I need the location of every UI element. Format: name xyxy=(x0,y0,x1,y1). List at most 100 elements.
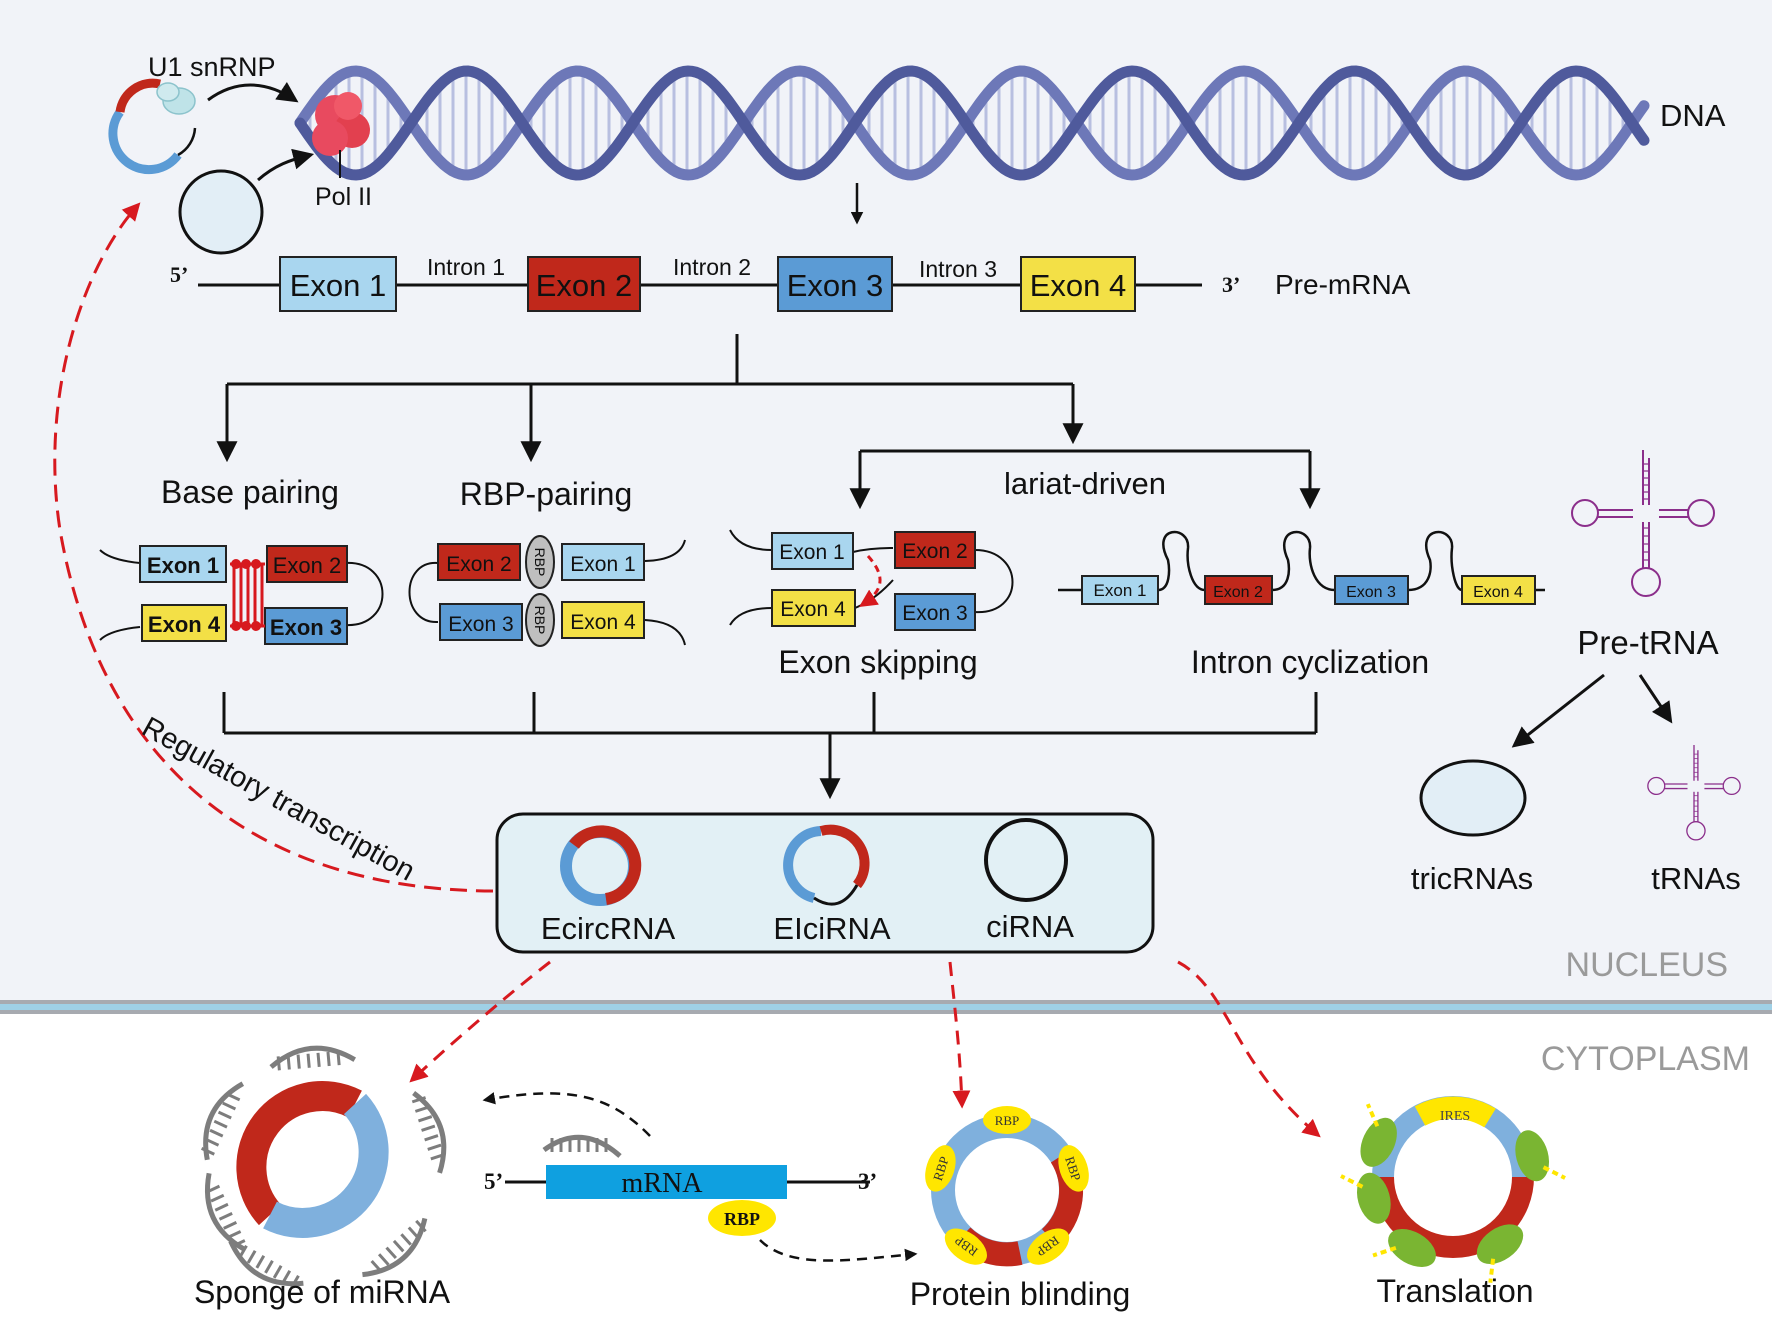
u1-ring-red xyxy=(115,78,161,113)
ribosome xyxy=(1372,1228,1436,1267)
dna-label: DNA xyxy=(1660,98,1726,133)
bp-dot xyxy=(241,559,251,569)
bp-exon-1 xyxy=(139,545,227,583)
mirna-tooth xyxy=(377,1253,390,1266)
es-exon-3-label: Exon 3 xyxy=(902,602,967,625)
mirna-tooth xyxy=(430,1153,445,1161)
bp-exon-4 xyxy=(141,604,227,642)
dna-helix xyxy=(294,65,1650,181)
rbp-exon-1-label: Exon 1 xyxy=(570,553,635,576)
ic-intron-loops xyxy=(1058,530,1545,592)
cytoplasm-label: CYTOPLASM xyxy=(1541,1040,1750,1078)
rbp-blob xyxy=(925,1145,956,1192)
mrna-bound-mirna xyxy=(542,1135,622,1158)
base-pairing-diagram: Exon 1 Exon 2 Exon 4 Exon 3 xyxy=(99,545,384,645)
rbp-exon-2 xyxy=(437,543,521,581)
u1-ring-blue xyxy=(108,109,182,175)
mirna-tooth xyxy=(223,1221,238,1230)
u1-snrnp-blob-2 xyxy=(156,82,180,102)
rbp-blob-label: RBP xyxy=(930,1155,952,1183)
es-exon-1 xyxy=(771,532,854,570)
rbp-protein-top-label: RBP xyxy=(532,548,548,577)
pre-mrna-exon-1 xyxy=(279,256,397,312)
ecircrna-icon xyxy=(560,825,642,906)
ic-exon-3-label: Exon 3 xyxy=(1346,584,1396,601)
mrna-diagram: mRNA 5’ 3’ RBP xyxy=(482,1092,918,1262)
protein-label: Protein blinding xyxy=(910,1276,1131,1312)
ribosome-blob xyxy=(1356,1172,1391,1224)
mrna-rbp xyxy=(708,1200,776,1236)
mrna-bar xyxy=(546,1165,787,1199)
peptide-chain xyxy=(1542,1165,1566,1180)
ic-exon-4-label: Exon 4 xyxy=(1473,584,1523,601)
rbp-protein: RBP xyxy=(944,1228,987,1265)
peptide-chain xyxy=(1372,1245,1397,1258)
arrow-rbp-to-protein xyxy=(759,1239,918,1262)
bp-dot xyxy=(251,559,261,569)
bp-dot xyxy=(241,621,251,631)
pre-mrna-exon-2 xyxy=(527,256,641,312)
mirna-tooth xyxy=(417,1115,433,1123)
u1-label: U1 snRNP xyxy=(148,52,276,82)
ic-exon-2-label: Exon 2 xyxy=(1213,584,1263,601)
mirna-tooth xyxy=(214,1202,229,1212)
rbp-exon-3 xyxy=(439,603,523,641)
eicirna-label: EIciRNA xyxy=(773,911,890,946)
mirna xyxy=(269,1045,357,1071)
trna-structure xyxy=(1647,745,1741,841)
mirna-tooth xyxy=(246,1250,257,1264)
intron-2-label: Intron 2 xyxy=(673,254,751,280)
cirna-icon xyxy=(984,818,1068,902)
mirna-tooth xyxy=(226,1092,241,1102)
mirna-tooth xyxy=(272,1265,283,1279)
sponge-ring-blue xyxy=(263,1093,389,1238)
mirna-tooth xyxy=(205,1137,220,1147)
trnas-label: tRNAs xyxy=(1651,861,1741,896)
rbp-blob xyxy=(1027,1228,1070,1265)
es-intron-left-top xyxy=(729,529,773,551)
pre-trna-label: Pre-tRNA xyxy=(1577,624,1718,661)
pre-mrna-label: Pre-mRNA xyxy=(1275,269,1411,300)
mrna-3prime: 3’ xyxy=(858,1169,877,1194)
mirna-tooth xyxy=(296,1054,301,1069)
mirna-tooth xyxy=(209,1128,224,1138)
mirna-tooth xyxy=(427,1143,442,1151)
mirna-tooth xyxy=(370,1259,383,1273)
convergence-arrows xyxy=(222,692,1318,800)
es-exon-1-label: Exon 1 xyxy=(779,541,844,564)
pre-mrna-exon-4-label: Exon 4 xyxy=(1030,268,1127,303)
intron-1-label: Intron 1 xyxy=(427,254,505,280)
branching-arrows xyxy=(216,334,1321,510)
mirna xyxy=(228,1240,304,1289)
es-exon-2-label: Exon 2 xyxy=(902,540,967,563)
rbp-blob-label: RBP xyxy=(1062,1155,1084,1183)
rbp-exon-2-label: Exon 2 xyxy=(446,553,511,576)
tricrnas-label: tricRNAs xyxy=(1411,861,1533,896)
ic-exon-2 xyxy=(1204,575,1273,605)
mirna-tooth xyxy=(306,1053,311,1068)
ires-label: IRES xyxy=(1440,1109,1470,1124)
bp-exon-3-label: Exon 3 xyxy=(270,615,342,640)
rbp-exon-4-label: Exon 4 xyxy=(570,611,636,634)
arrow-circle-to-pol xyxy=(257,148,315,182)
rbp-protein: RBP xyxy=(1027,1228,1070,1265)
translation-ires-segment xyxy=(1414,1096,1496,1128)
nuclear-membrane-line xyxy=(0,1004,1772,1010)
arrow-u1-to-pol xyxy=(207,81,299,103)
es-exon-4 xyxy=(771,589,856,627)
trna-ac-loop xyxy=(1686,821,1706,841)
arrow-mirna-to-sponge xyxy=(482,1092,651,1137)
ic-exon-3 xyxy=(1334,575,1409,605)
ic-exon-1-label: Exon 1 xyxy=(1094,581,1147,600)
pre-mrna-5prime: 5’ xyxy=(170,262,188,287)
mrna-label: mRNA xyxy=(622,1168,704,1199)
mirna-tooth xyxy=(200,1147,215,1156)
bp-intron-right-loop xyxy=(344,561,384,627)
pre-mrna-exon-3-label: Exon 3 xyxy=(787,268,884,303)
rbp-intron-left-loop xyxy=(408,561,439,624)
pre-trna-ac-loop xyxy=(1631,567,1661,597)
ribosome-blob xyxy=(1388,1228,1436,1267)
es-exon-3 xyxy=(894,593,976,631)
